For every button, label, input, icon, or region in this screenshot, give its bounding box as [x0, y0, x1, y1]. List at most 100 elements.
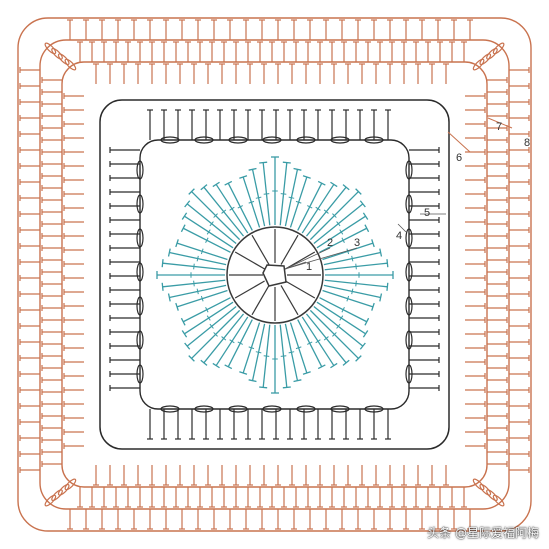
label-pointer-line — [397, 223, 407, 233]
chain-stitch-icon — [405, 160, 413, 180]
stitch-top-bar — [282, 161, 291, 164]
chain-stitch-icon — [57, 53, 70, 66]
stitch-top-bar — [342, 184, 350, 191]
round-outline — [99, 99, 450, 450]
chain-stitch-icon — [262, 136, 282, 144]
chain-stitch-icon — [228, 136, 248, 144]
label-pointer-line — [487, 117, 513, 129]
stitch-cross-bar — [193, 263, 195, 270]
stitch-cross-bar — [332, 213, 337, 218]
stitch-cross-bar — [263, 355, 270, 357]
stitch-top-bar — [386, 282, 389, 291]
stitch-top-bar — [181, 330, 188, 338]
stitch-cross-bar — [196, 255, 199, 262]
round-label-2: 2 — [327, 237, 334, 249]
stitch-cross-bar — [206, 315, 211, 321]
chain-stitch-icon — [194, 405, 214, 413]
stitch-top-bar — [330, 362, 338, 369]
chain-stitch-icon — [51, 47, 63, 60]
stitch-top-bar — [259, 161, 268, 164]
chain-stitch-icon — [44, 494, 57, 507]
chain-stitch-icon — [492, 494, 505, 507]
stitch-cross-bar — [351, 255, 354, 262]
chain-stitch-icon — [405, 228, 413, 248]
stitch-cross-bar — [315, 339, 321, 344]
double-crochet-icon — [251, 234, 270, 265]
stitch-top-bar — [379, 293, 383, 302]
stitch-top-bar — [359, 200, 366, 208]
round-outline — [61, 61, 488, 488]
stitch-cross-bar — [237, 205, 243, 209]
chain-stitch-icon — [330, 405, 350, 413]
stitch-cross-bar — [221, 336, 227, 341]
stitch-top-bar — [161, 282, 164, 291]
round-outline — [17, 17, 532, 532]
chain-stitch-icon — [296, 136, 316, 144]
stitch-cross-bar — [307, 341, 313, 345]
stitch-top-bar — [362, 212, 369, 220]
stitch-cross-bar — [248, 346, 255, 350]
stitch-top-bar — [386, 259, 389, 268]
stitch-top-bar — [200, 184, 208, 191]
stitch-cross-bar — [221, 209, 227, 214]
chain-stitch-icon — [472, 58, 485, 71]
label-pointer-line — [284, 247, 331, 270]
round-label-8: 8 — [524, 137, 531, 149]
stitch-top-bar — [379, 248, 383, 257]
stitch-cross-bar — [255, 351, 262, 354]
stitch-top-bar — [188, 188, 195, 195]
stitch-cross-bar — [315, 206, 321, 211]
stitch-cross-bar — [323, 209, 329, 214]
stitch-top-bar — [180, 224, 186, 233]
chain-stitch-icon — [136, 296, 144, 316]
round-label-5: 5 — [424, 207, 431, 219]
chain-stitch-icon — [136, 262, 144, 282]
double-crochet-icon — [285, 280, 316, 299]
stitch-top-bar — [188, 355, 195, 362]
stitch-top-bar — [161, 259, 164, 268]
stitch-cross-bar — [346, 295, 350, 302]
stitch-top-bar — [355, 188, 362, 195]
double-crochet-icon — [280, 234, 299, 265]
stitch-top-bar — [212, 362, 220, 369]
chain-stitch-icon — [479, 483, 492, 496]
stitch-cross-bar — [196, 288, 199, 295]
chain-stitch-icon — [296, 405, 316, 413]
chain-stitch-icon — [194, 136, 214, 144]
chain-stitch-icon — [405, 194, 413, 214]
stitch-top-bar — [212, 181, 220, 188]
stitch-top-bar — [184, 200, 191, 208]
stitch-cross-bar — [346, 248, 350, 255]
stitch-top-bar — [248, 167, 257, 171]
double-crochet-icon — [251, 285, 270, 316]
stitch-top-bar — [180, 317, 186, 326]
chain-stitch-icon — [136, 160, 144, 180]
stitch-cross-bar — [200, 248, 204, 255]
stitch-top-bar — [175, 302, 179, 311]
stitch-cross-bar — [355, 280, 357, 287]
round-label-7: 7 — [496, 121, 503, 133]
round-outline — [39, 39, 510, 510]
chain-stitch-icon — [479, 53, 492, 66]
stitch-cross-bar — [248, 200, 255, 204]
stitch-top-bar — [302, 371, 311, 375]
stitch-cross-bar — [213, 213, 218, 218]
stitch-cross-bar — [229, 339, 235, 344]
chain-stitch-icon — [136, 228, 144, 248]
stitch-cross-bar — [323, 336, 329, 341]
stitch-cross-bar — [288, 196, 295, 199]
stitch-cross-bar — [332, 332, 337, 337]
stitch-top-bar — [293, 379, 302, 383]
stitch-top-bar — [224, 364, 233, 370]
chain-stitch-icon — [405, 330, 413, 350]
double-crochet-icon — [234, 280, 265, 299]
stitch-top-bar — [184, 342, 191, 350]
stitch-cross-bar — [288, 351, 295, 354]
chain-stitch-icon — [330, 136, 350, 144]
chain-stitch-icon — [405, 296, 413, 316]
stitch-cross-bar — [229, 206, 235, 211]
stitch-cross-bar — [280, 355, 287, 357]
chain-stitch-icon — [44, 42, 57, 55]
chain-stitch-icon — [136, 364, 144, 384]
